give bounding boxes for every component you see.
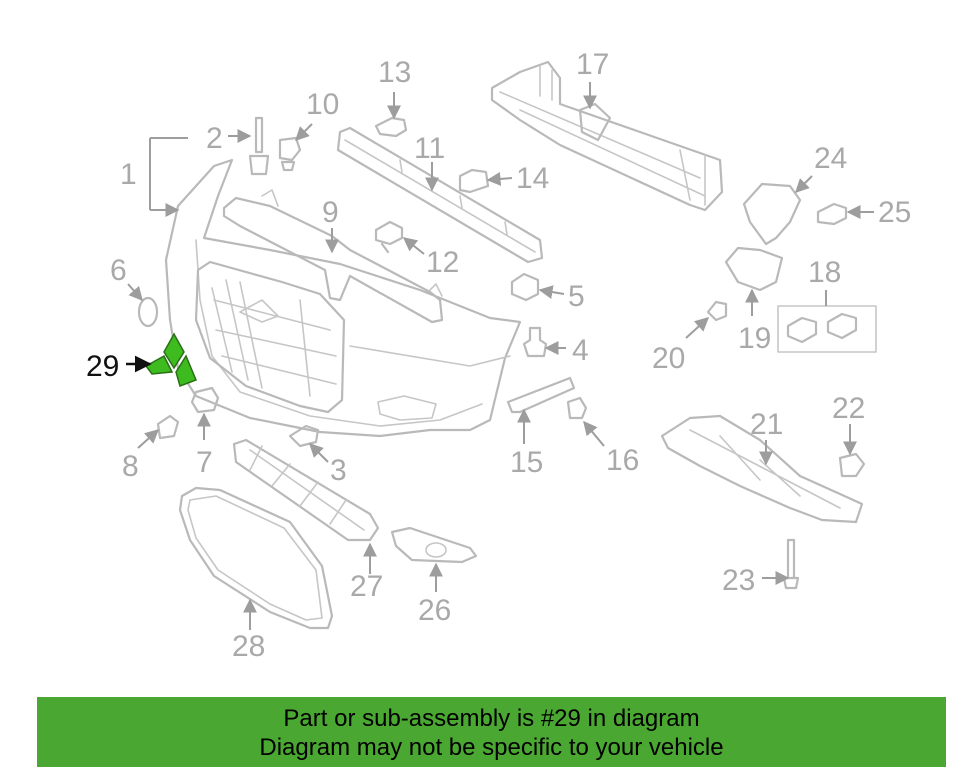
callout-12: 12	[426, 246, 459, 279]
callout-28: 28	[232, 630, 265, 663]
part-5-nut	[510, 272, 540, 302]
callout-19: 19	[738, 322, 771, 355]
part-20-bulb	[706, 300, 728, 322]
part-16-clip	[566, 396, 588, 420]
banner-line-disclaimer: Diagram may not be specific to your vehi…	[259, 734, 724, 761]
part-4-clip	[522, 326, 548, 358]
callout-14: 14	[516, 162, 549, 195]
part-7-spacer	[190, 386, 220, 414]
callout-20: 20	[652, 342, 685, 375]
part-11-absorber	[336, 126, 544, 264]
part-28-frame	[178, 486, 334, 630]
callout-17: 17	[576, 48, 609, 81]
callout-10: 10	[306, 88, 339, 121]
info-banner: Part or sub-assembly is #29 in diagram D…	[37, 697, 946, 767]
leader-lines	[126, 82, 874, 630]
part-6-seal	[137, 296, 159, 328]
part-8-screw	[156, 414, 180, 440]
callout-9: 9	[322, 196, 339, 229]
callout-3: 3	[330, 454, 347, 487]
callout-6: 6	[110, 254, 127, 287]
part-13-screw	[374, 116, 408, 138]
callout-7: 7	[196, 446, 213, 479]
part-27-grille	[232, 438, 380, 542]
part-14-clip	[458, 168, 490, 194]
callout-4: 4	[572, 334, 589, 367]
callout-16: 16	[606, 444, 639, 477]
callout-labels: 1 2 3 4 5 6 7 8 9 10 11 12 13 14 15 16 1…	[86, 48, 911, 663]
part-18-bolts-box	[777, 305, 877, 353]
part-29-emblem-highlighted	[144, 332, 197, 387]
callout-8: 8	[122, 450, 139, 483]
callout-29-highlighted: 29	[86, 350, 119, 383]
callout-26: 26	[418, 594, 451, 627]
callout-15: 15	[510, 446, 543, 479]
part-19-bracket	[724, 246, 784, 292]
callout-5: 5	[568, 280, 585, 313]
parts-diagram: 1 2 3 4 5 6 7 8 9 10 11 12 13 14 15 16 1…	[86, 48, 911, 663]
callout-27: 27	[350, 570, 383, 603]
part-23-bolt	[782, 538, 800, 590]
callout-22: 22	[832, 392, 865, 425]
callout-1: 1	[120, 158, 137, 191]
part-9-bracket	[222, 189, 444, 324]
part-10-clip	[278, 136, 302, 172]
callout-13: 13	[378, 56, 411, 89]
callout-25: 25	[878, 196, 911, 229]
callout-23: 23	[722, 564, 755, 597]
part-2-bolt	[248, 116, 270, 176]
part-1-bumper-cover	[164, 158, 522, 438]
part-21-undercover	[660, 414, 864, 524]
part-15-bracket	[506, 376, 576, 414]
part-12-clip	[374, 220, 404, 254]
callout-21: 21	[750, 408, 783, 441]
banner-line-part: Part or sub-assembly is #29 in diagram	[283, 705, 700, 732]
callout-2: 2	[206, 122, 223, 155]
callout-18: 18	[808, 256, 841, 289]
part-26-fog-cover	[390, 526, 478, 564]
part-3-clip	[288, 424, 320, 448]
part-24-bracket	[742, 182, 802, 246]
callout-11: 11	[414, 132, 445, 165]
callout-24: 24	[814, 142, 847, 175]
part-25-bolt	[816, 202, 848, 226]
part-22-clip	[838, 452, 866, 478]
